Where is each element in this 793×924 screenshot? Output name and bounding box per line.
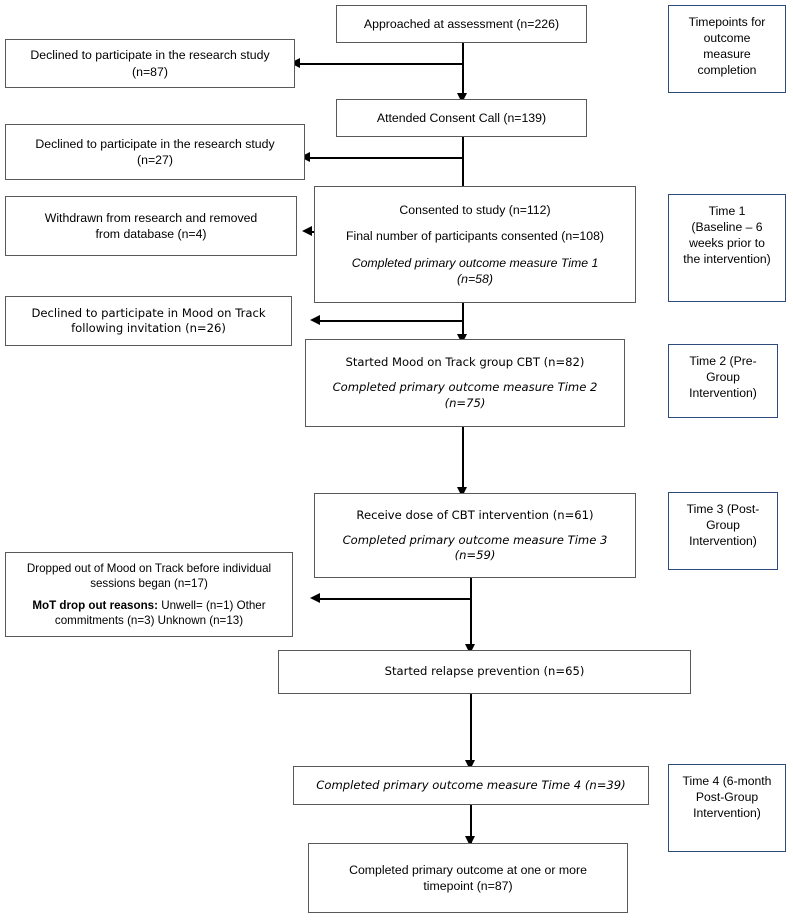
timepoint-box-time-4[interactable]: Time 4 (6-month Post-Group Intervention) <box>668 764 786 852</box>
flow-box-received-dose-line-2: Completed primary outcome measure Time 3 <box>342 532 608 547</box>
flow-box-time4-completed[interactable]: Completed primary outcome measure Time 4… <box>293 766 649 805</box>
exclusion-box-declined-1[interactable]: Declined to participate in the research … <box>5 39 295 88</box>
arrowhead-relapse-to-time4 <box>464 760 475 770</box>
timepoint-box-time-3-line-3: Intervention) <box>689 533 757 548</box>
exclusion-box-declined-1-line-2: (n=87) <box>132 64 168 79</box>
timepoint-box-time-2-line-1: Time 2 (Pre- <box>689 354 757 368</box>
arrowhead-to-dropped-out <box>310 593 320 603</box>
flow-box-consented-line-2: Final number of participants consented (… <box>345 229 605 244</box>
arrowhead-to-declined-2 <box>300 152 310 162</box>
timepoint-box-time-1-line-4: the intervention) <box>683 251 771 266</box>
exclusion-box-withdrawn-line-1: Withdrawn from research and removed <box>44 210 258 225</box>
timepoint-box-header-line-1: Timepoints for <box>688 15 766 29</box>
flow-box-consented-line-1: Consented to study (n=112) <box>399 203 551 218</box>
timepoint-box-header[interactable]: Timepoints for outcome measure completio… <box>668 5 786 93</box>
connector-to-declined-2 <box>310 157 462 159</box>
exclusion-box-declined-mot-line-2: following invitation (n=26) <box>71 321 226 335</box>
connector-receiveddose-to-relapse <box>470 578 472 650</box>
flow-box-received-dose-line-3: (n=59) <box>454 548 496 563</box>
timepoint-box-header-line-2: outcome <box>703 30 751 45</box>
exclusion-box-dropped-out-line-4: commitments (n=3) Unknown (n=13) <box>54 613 244 627</box>
flow-box-consented-line-3: Completed primary outcome measure Time 1 <box>351 255 599 270</box>
connector-consented-to-startedmot <box>462 303 464 339</box>
timepoint-box-time-4-line-1: Time 4 (6-month <box>682 774 772 788</box>
arrowhead-receiveddose-to-relapse <box>464 644 475 654</box>
connector-to-dropped-out <box>320 598 470 600</box>
exclusion-box-declined-2[interactable]: Declined to participate in the research … <box>5 124 305 180</box>
exclusion-box-dropped-out[interactable]: Dropped out of Mood on Track before indi… <box>5 552 293 637</box>
timepoint-box-header-line-3: measure <box>703 46 751 61</box>
connector-consentcall-to-consented <box>462 137 464 186</box>
timepoint-box-time-4-line-3: Intervention) <box>693 805 761 820</box>
exclusion-box-dropped-out-line-2: sessions began (n=17) <box>90 577 208 591</box>
arrowhead-to-declined-1 <box>290 58 300 68</box>
connector-startedmot-to-receiveddose <box>462 427 464 493</box>
connector-relapse-to-time4 <box>470 694 472 766</box>
flow-box-relapse-prevention-line-1: Started relapse prevention (n=65) <box>384 664 585 679</box>
flow-box-consented-line-4: (n=58) <box>457 271 493 286</box>
flow-box-completed-any-line-1: Completed primary outcome at one or more <box>349 862 587 877</box>
arrowhead-to-withdrawn <box>302 226 312 236</box>
arrowhead-approached-to-consentcall <box>456 93 467 103</box>
connector-approached-to-consentcall <box>462 43 464 99</box>
exclusion-box-dropped-out-reasons-label: MoT drop out reasons: <box>32 598 158 612</box>
exclusion-box-withdrawn-line-2: from database (n=4) <box>95 227 207 241</box>
flow-box-started-mot[interactable]: Started Mood on Track group CBT (n=82) C… <box>305 339 625 427</box>
flow-box-received-dose[interactable]: Receive dose of CBT intervention (n=61) … <box>314 493 636 578</box>
connector-time4-to-completedany <box>470 805 472 843</box>
flow-box-received-dose-line-1: Receive dose of CBT intervention (n=61) <box>356 507 594 522</box>
flow-box-started-mot-line-1: Started Mood on Track group CBT (n=82) <box>345 355 585 370</box>
flow-box-started-mot-line-3: (n=75) <box>444 395 486 410</box>
flow-box-approached-line-1: Approached at assessment (n=226) <box>363 16 560 31</box>
timepoint-box-time-2[interactable]: Time 2 (Pre- Group Intervention) <box>668 344 778 418</box>
timepoint-box-time-1[interactable]: Time 1 (Baseline – 6 weeks prior to the … <box>668 194 786 302</box>
flow-box-completed-any-line-2: timepoint (n=87) <box>423 879 513 893</box>
timepoint-box-time-1-line-3: weeks prior to <box>689 235 765 250</box>
arrowhead-startedmot-to-receiveddose <box>456 487 467 497</box>
exclusion-box-dropped-out-line-1: Dropped out of Mood on Track before indi… <box>26 561 272 575</box>
exclusion-box-declined-mot[interactable]: Declined to participate in Mood on Track… <box>5 296 292 346</box>
exclusion-box-dropped-out-reasons-detail: Unwell= (n=1) Other <box>157 598 266 612</box>
flow-box-consent-call-line-1: Attended Consent Call (n=139) <box>376 110 547 125</box>
timepoint-box-time-1-line-2: (Baseline – 6 <box>691 219 763 234</box>
arrowhead-to-declined-mot <box>310 315 320 325</box>
timepoint-box-header-line-4: completion <box>697 62 757 77</box>
timepoint-box-time-3[interactable]: Time 3 (Post- Group Intervention) <box>668 492 778 570</box>
flow-box-started-mot-line-2: Completed primary outcome measure Time 2 <box>332 380 598 395</box>
timepoint-box-time-3-line-2: Group <box>706 517 740 532</box>
timepoint-box-time-1-line-1: Time 1 <box>708 204 746 218</box>
flow-box-time4-completed-line-1: Completed primary outcome measure Time 4… <box>316 777 626 792</box>
flow-box-approached[interactable]: Approached at assessment (n=226) <box>336 5 587 43</box>
connector-to-declined-1 <box>300 63 462 65</box>
exclusion-box-withdrawn[interactable]: Withdrawn from research and removed from… <box>5 196 297 256</box>
flow-box-completed-any[interactable]: Completed primary outcome at one or more… <box>308 843 628 913</box>
connector-to-declined-mot <box>320 320 462 322</box>
timepoint-box-time-2-line-3: Intervention) <box>689 385 757 400</box>
flow-box-consent-call[interactable]: Attended Consent Call (n=139) <box>336 99 587 137</box>
exclusion-box-declined-1-line-1: Declined to participate in the research … <box>30 48 270 63</box>
flow-box-relapse-prevention[interactable]: Started relapse prevention (n=65) <box>278 650 691 694</box>
timepoint-box-time-3-line-1: Time 3 (Post- <box>686 502 760 516</box>
exclusion-box-declined-2-line-2: (n=27) <box>137 153 173 167</box>
exclusion-box-declined-2-line-1: Declined to participate in the research … <box>35 136 275 151</box>
flow-box-consented[interactable]: Consented to study (n=112) Final number … <box>314 186 636 303</box>
exclusion-box-declined-mot-line-1: Declined to participate in Mood on Track <box>31 305 266 320</box>
timepoint-box-time-2-line-2: Group <box>706 369 740 384</box>
arrowhead-time4-to-completedany <box>464 836 475 846</box>
exclusion-box-dropped-out-reasons: MoT drop out reasons: Unwell= (n=1) Othe… <box>12 598 286 613</box>
timepoint-box-time-4-line-2: Post-Group <box>695 789 759 804</box>
